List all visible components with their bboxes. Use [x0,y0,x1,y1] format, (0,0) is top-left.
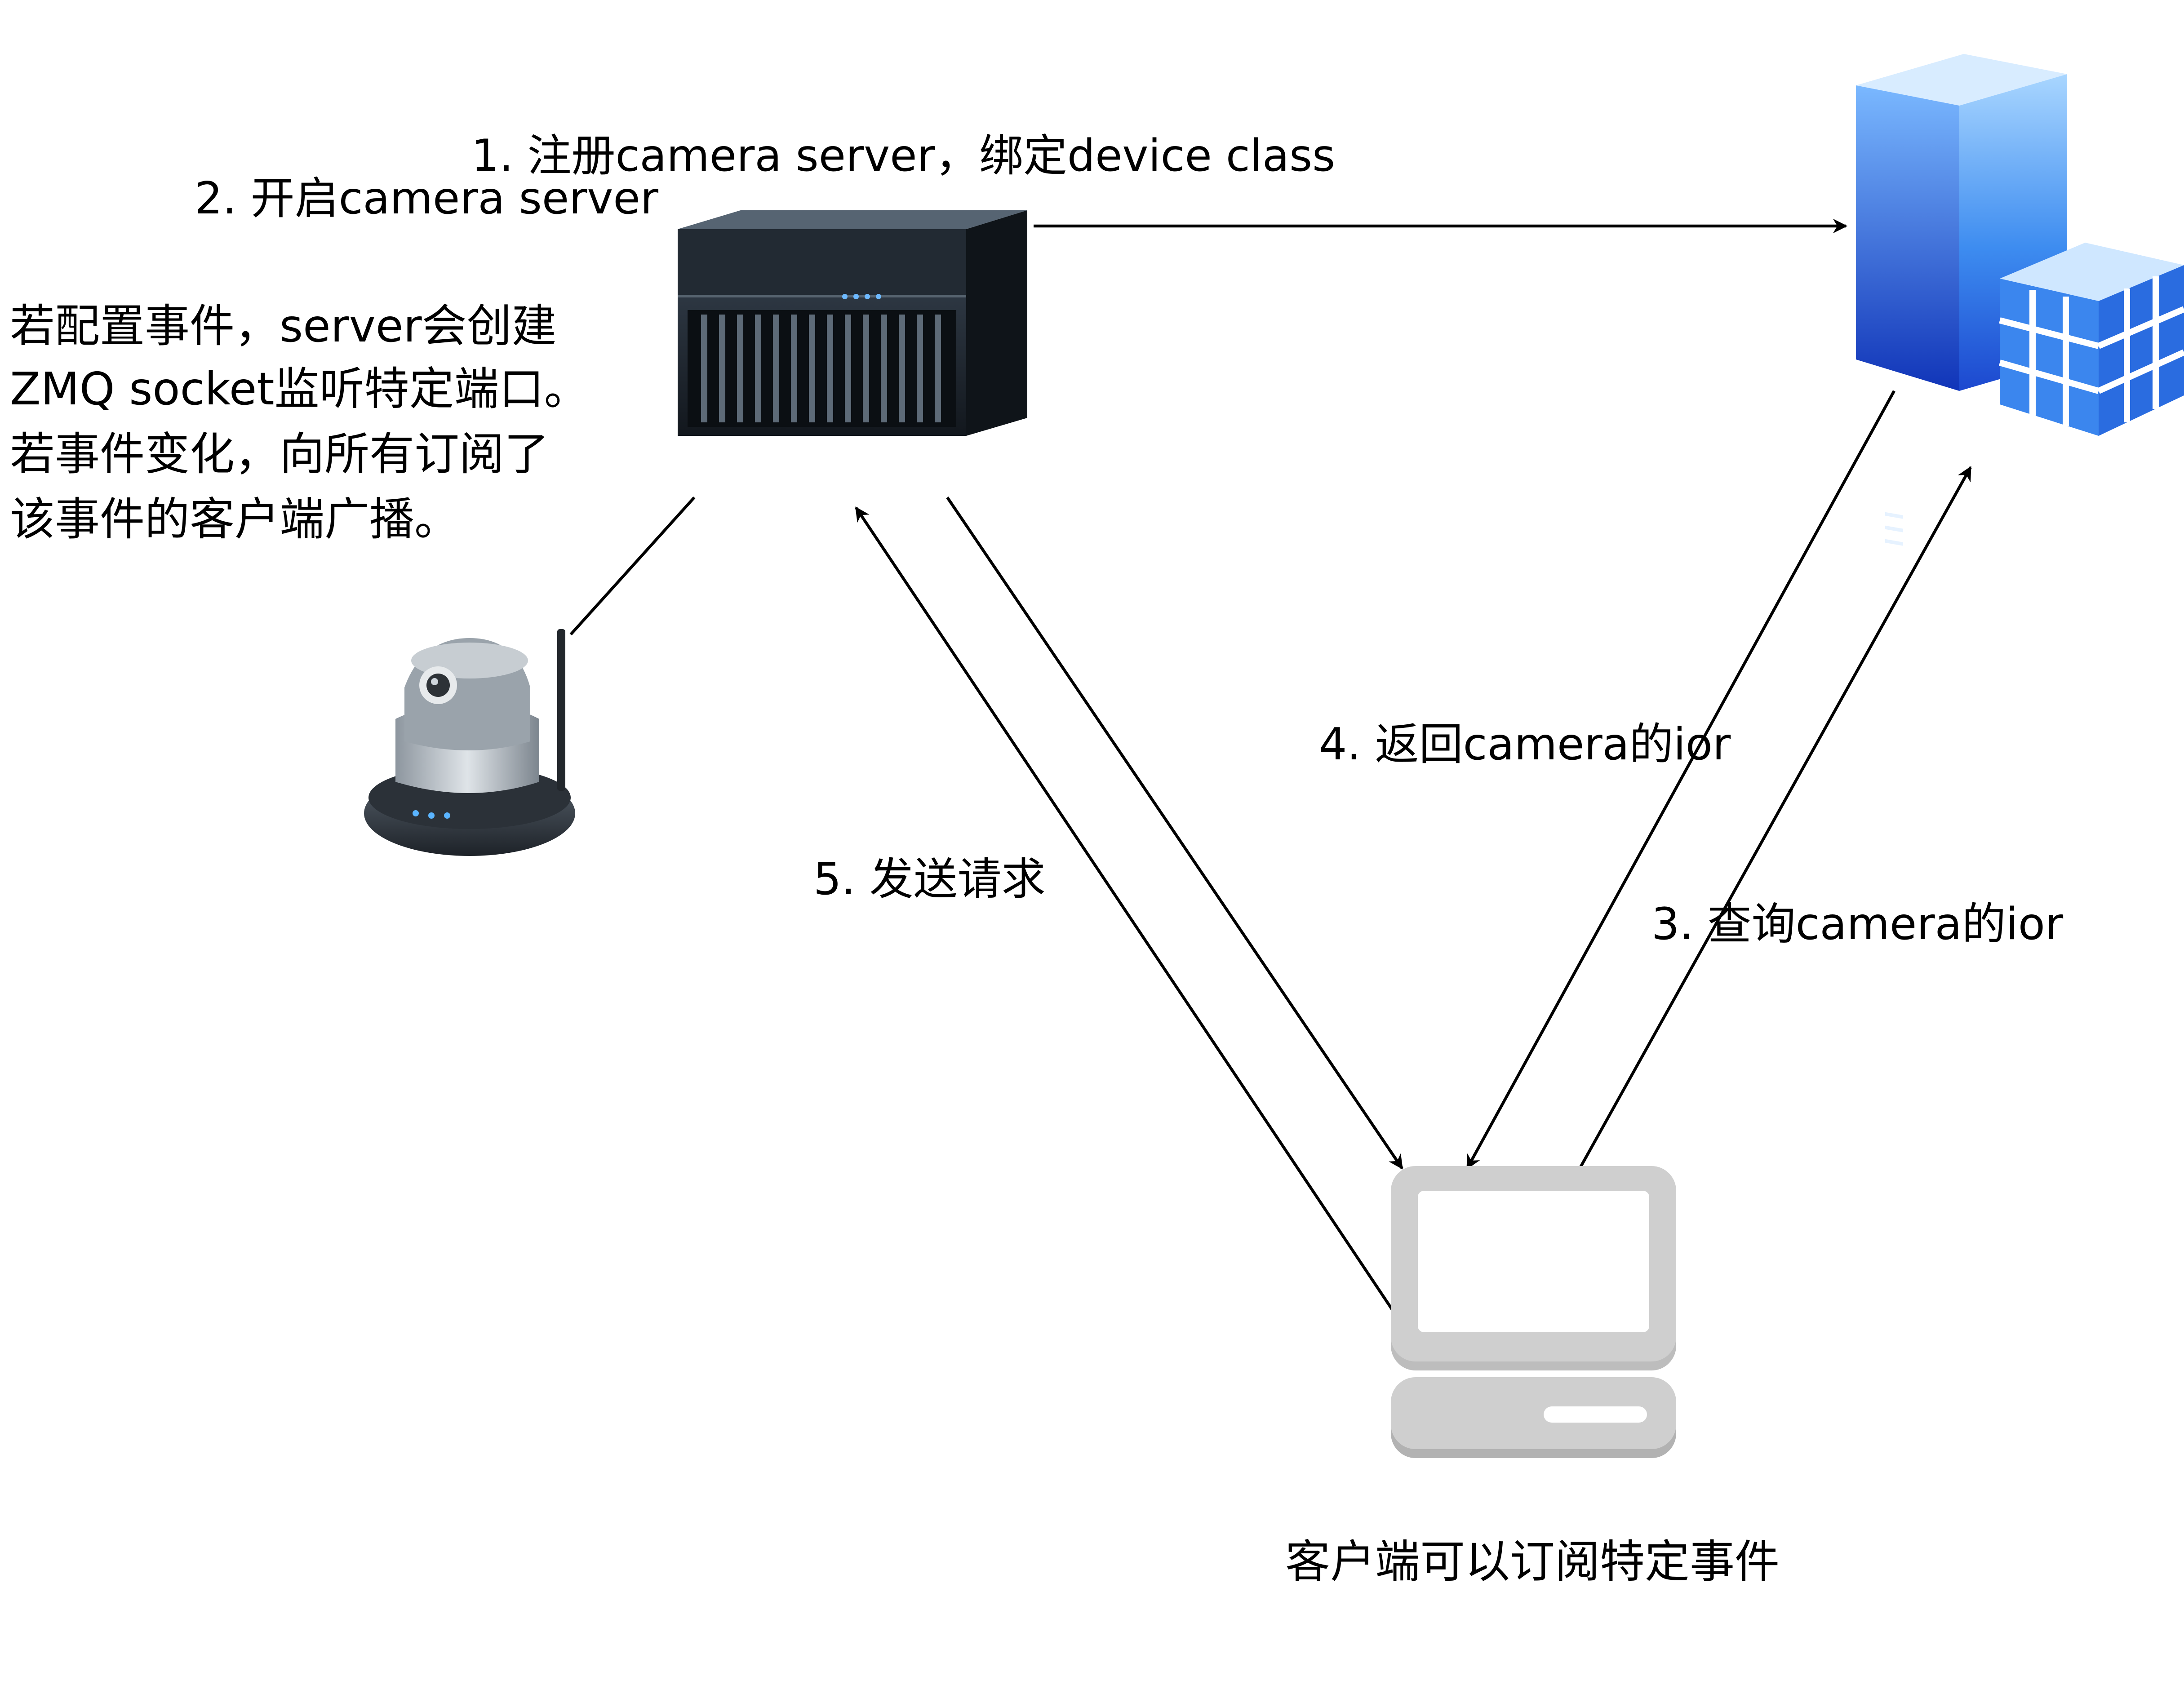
labels: 1. 注册camera server，绑定device class 2. 开启c… [10,130,2064,1588]
edges [569,218,1972,1315]
register-label: 1. 注册camera server，绑定device class [471,130,1335,182]
server-events-note-line-1: 若配置事件，server会创建 [10,300,557,352]
client-events-note: 客户端可以订阅特定事件 [1285,1535,1780,1588]
send-request-label: 5. 发送请求 [813,854,1046,905]
return-ior-label: 4. 返回camera的ior [1319,719,1731,770]
send-request-arrow [855,506,1397,1315]
start-server-label: 2. 开启camera server [195,173,659,224]
server-events-note-line-3: 若事件变化，向所有订阅了 [10,428,549,480]
database-server-icon [1856,54,2184,546]
server-events-note-line-4: 该事件的客户端广播。 [10,493,459,545]
ip-camera-icon [364,629,575,856]
rack-server-icon [678,210,1027,436]
camera-link-line [569,496,696,636]
query-ior-label: 3. 查询camera的ior [1651,899,2064,950]
query-ior-arrow [1576,466,1972,1174]
server-events-note-line-2: ZMQ socket监听特定端口。 [10,363,589,415]
desktop-computer-icon [1391,1166,1676,1458]
return-ior-arrow [1466,390,1895,1170]
response-arrow [946,497,1403,1170]
